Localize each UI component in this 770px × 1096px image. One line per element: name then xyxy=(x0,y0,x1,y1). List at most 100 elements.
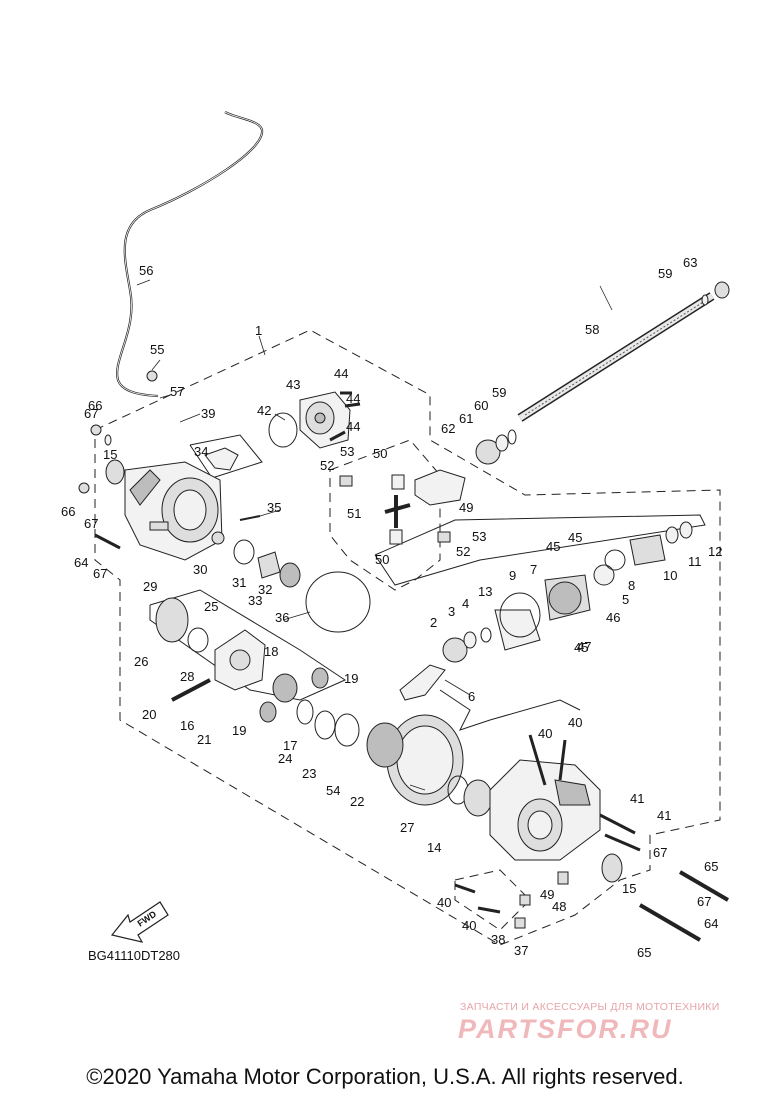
callout-34: 34 xyxy=(194,444,208,459)
callout-3: 3 xyxy=(448,604,455,619)
callout-10: 10 xyxy=(663,568,677,583)
callout-61: 61 xyxy=(459,411,473,426)
assembly-boundary xyxy=(94,329,721,946)
callout-5: 5 xyxy=(622,592,629,607)
callout-18: 18 xyxy=(264,644,278,659)
callout-14: 14 xyxy=(427,840,441,855)
front-bolts xyxy=(78,424,125,550)
callout-45: 45 xyxy=(568,530,582,545)
pinion-gear xyxy=(399,664,446,701)
callout-23: 23 xyxy=(302,766,316,781)
input-group-frame xyxy=(374,514,706,586)
callout-56: 56 xyxy=(139,263,153,278)
callout-40: 40 xyxy=(538,726,552,741)
watermark-tagline: ЗАПЧАСТИ И АКСЕССУАРЫ ДЛЯ МОТОТЕХНИКИ xyxy=(460,1001,720,1013)
callout-63: 63 xyxy=(683,255,697,270)
rear-gear-housing xyxy=(489,759,601,861)
watermark-logo: PARTSFOR.RU xyxy=(458,1014,673,1044)
breather-hose xyxy=(116,111,264,398)
callout-1: 1 xyxy=(255,323,262,338)
callout-6: 6 xyxy=(468,689,475,704)
callout-52: 52 xyxy=(456,544,470,559)
callout-67: 67 xyxy=(653,845,667,860)
joint-group-frame xyxy=(329,439,441,591)
callout-29: 29 xyxy=(143,579,157,594)
callout-2: 2 xyxy=(430,615,437,630)
callout-49: 49 xyxy=(459,500,473,515)
drive-shaft xyxy=(517,292,715,422)
callout-50: 50 xyxy=(375,552,389,567)
callout-64: 64 xyxy=(74,555,88,570)
o-ring-42 xyxy=(268,412,298,448)
callout-12: 12 xyxy=(708,544,722,559)
copyright-notice: ©2020 Yamaha Motor Corporation, U.S.A. A… xyxy=(86,1064,684,1089)
cross-joint xyxy=(339,474,451,545)
pinion-group-frame xyxy=(439,689,581,731)
callout-44: 44 xyxy=(346,391,360,406)
o-ring-36 xyxy=(305,571,371,633)
callout-42: 42 xyxy=(257,403,271,418)
callout-67: 67 xyxy=(84,406,98,421)
bolt-65-upper xyxy=(678,870,730,902)
callout-15: 15 xyxy=(622,881,636,896)
callout-51: 51 xyxy=(347,506,361,521)
yoke-48 xyxy=(414,469,466,506)
input-bearings-30-33 xyxy=(211,531,301,588)
fork-group-frame xyxy=(189,434,263,479)
callout-20: 20 xyxy=(142,707,156,722)
callout-28: 28 xyxy=(180,669,194,684)
callout-54: 54 xyxy=(326,783,340,798)
callout-57: 57 xyxy=(170,384,184,399)
callout-43: 43 xyxy=(286,377,300,392)
callout-19: 19 xyxy=(344,671,358,686)
input-shaft-parts xyxy=(442,521,693,663)
callout-67: 67 xyxy=(93,566,107,581)
callout-37: 37 xyxy=(514,943,528,958)
callout-33: 33 xyxy=(248,593,262,608)
callout-67: 67 xyxy=(84,516,98,531)
callout-35: 35 xyxy=(267,500,281,515)
fwd-arrow-icon: FWD xyxy=(110,901,169,943)
callout-48: 48 xyxy=(552,899,566,914)
callout-16: 16 xyxy=(180,718,194,733)
callout-40: 40 xyxy=(568,715,582,730)
callout-38: 38 xyxy=(491,932,505,947)
callout-41: 41 xyxy=(630,791,644,806)
callout-49: 49 xyxy=(540,887,554,902)
callout-45: 45 xyxy=(574,640,588,655)
callout-24: 24 xyxy=(278,751,292,766)
callout-65: 65 xyxy=(704,859,718,874)
callout-31: 31 xyxy=(232,575,246,590)
shaft-end-63 xyxy=(714,281,730,299)
callout-30: 30 xyxy=(193,562,207,577)
callout-47: 47 xyxy=(577,639,591,654)
seal-15-lower xyxy=(601,853,623,883)
drain-plugs xyxy=(514,871,569,929)
callout-22: 22 xyxy=(350,794,364,809)
callout-25: 25 xyxy=(204,599,218,614)
callout-15: 15 xyxy=(103,447,117,462)
callout-13: 13 xyxy=(478,584,492,599)
callout-8: 8 xyxy=(628,578,635,593)
callout-53: 53 xyxy=(472,529,486,544)
callout-26: 26 xyxy=(134,654,148,669)
callout-46: 46 xyxy=(606,610,620,625)
callout-50: 50 xyxy=(373,446,387,461)
leader-lines xyxy=(136,279,613,791)
bearing-stack-upper xyxy=(475,429,517,465)
callout-59: 59 xyxy=(492,385,506,400)
callout-62: 62 xyxy=(441,421,455,436)
callout-60: 60 xyxy=(474,398,488,413)
motor-unit xyxy=(299,391,351,449)
callout-67: 67 xyxy=(697,894,711,909)
callout-9: 9 xyxy=(509,568,516,583)
ring-gear xyxy=(366,714,464,806)
exploded-parts-diagram: FWD 123456789101112131415151617181919202… xyxy=(61,111,730,960)
callout-45: 45 xyxy=(546,539,560,554)
catalog-code: BG41110DT280 xyxy=(88,948,181,963)
callout-40: 40 xyxy=(462,918,476,933)
callout-59: 59 xyxy=(658,266,672,281)
differential-parts xyxy=(155,597,360,747)
bolt-65-lower xyxy=(638,903,702,942)
